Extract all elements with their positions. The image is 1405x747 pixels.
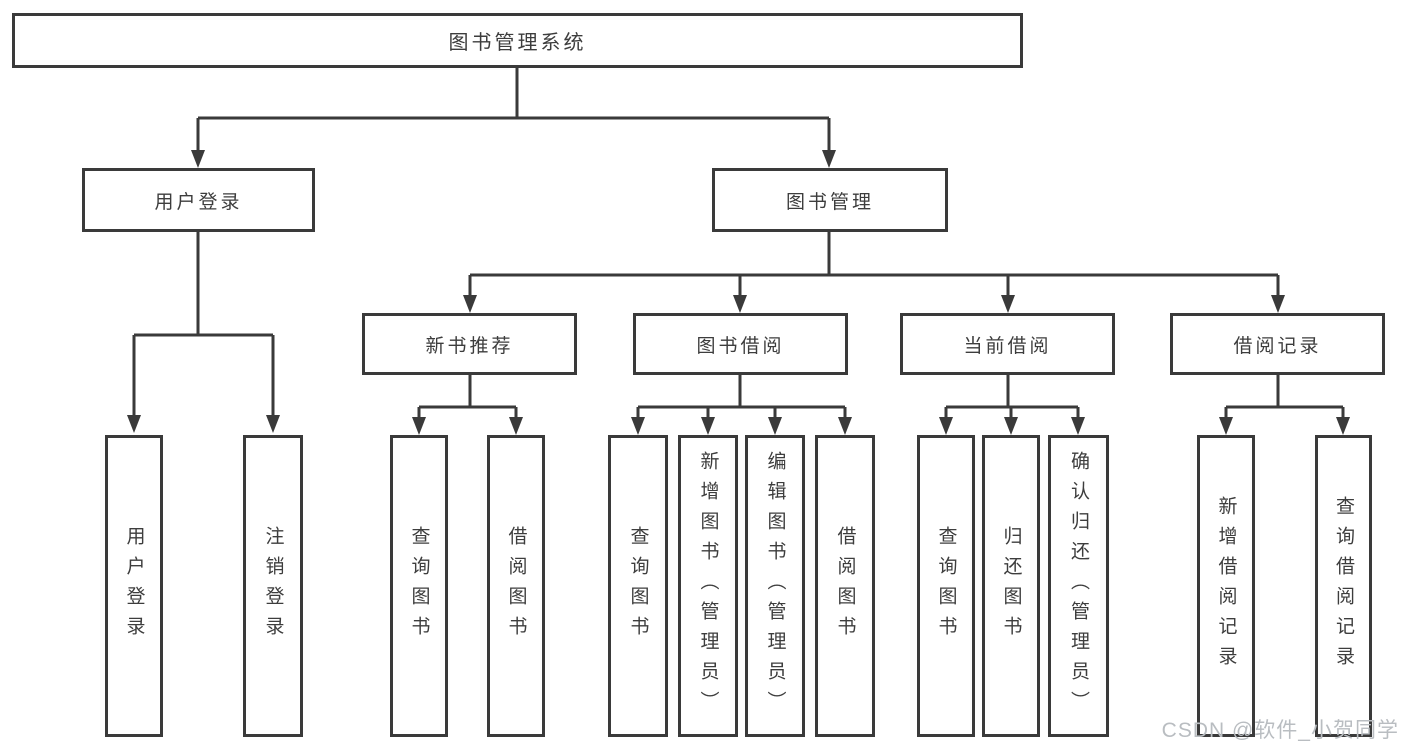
leaf-borrow-edit-books-admin-label: 编辑图书（管理员） — [764, 451, 786, 721]
leaf-current-return-books-label: 归还图书 — [1000, 526, 1022, 646]
leaf-recommend-query-books: 查询图书 — [390, 435, 448, 737]
leaf-borrow-borrow-books-label: 借阅图书 — [834, 526, 856, 646]
leaf-records-query-record-label: 查询借阅记录 — [1333, 496, 1354, 676]
leaf-logout-label: 注销登录 — [262, 526, 284, 646]
leaf-borrow-query-books: 查询图书 — [608, 435, 668, 737]
node-book-borrowing-label: 图书借阅 — [696, 335, 785, 357]
node-user-login-group: 用户登录 — [82, 168, 315, 232]
node-book-borrowing: 图书借阅 — [633, 313, 848, 375]
leaf-logout: 注销登录 — [243, 435, 303, 737]
node-borrowing-records-label: 借阅记录 — [1233, 335, 1322, 357]
node-root-label: 图书管理系统 — [448, 32, 587, 54]
node-current-borrowing: 当前借阅 — [900, 313, 1115, 375]
leaf-recommend-borrow-books: 借阅图书 — [487, 435, 545, 737]
leaf-records-add-record-label: 新增借阅记录 — [1215, 496, 1237, 676]
node-new-book-recommend-label: 新书推荐 — [425, 335, 514, 357]
leaf-borrow-add-books-admin: 新增图书（管理员） — [678, 435, 738, 737]
leaf-borrow-add-books-admin-label: 新增图书（管理员） — [697, 451, 719, 721]
node-book-management-group: 图书管理 — [712, 168, 948, 232]
leaf-borrow-edit-books-admin: 编辑图书（管理员） — [745, 435, 805, 737]
node-user-login-label: 用户登录 — [154, 191, 243, 213]
leaf-current-query-books-label: 查询图书 — [935, 526, 957, 646]
node-book-management-label: 图书管理 — [785, 191, 874, 213]
leaf-current-confirm-return-admin: 确认归还（管理员） — [1048, 435, 1109, 737]
node-new-book-recommend: 新书推荐 — [362, 313, 577, 375]
leaf-records-query-record: 查询借阅记录 — [1315, 435, 1372, 737]
node-current-borrowing-label: 当前借阅 — [963, 335, 1052, 357]
node-borrowing-records: 借阅记录 — [1170, 313, 1385, 375]
leaf-user-login-label: 用户登录 — [123, 526, 145, 646]
leaf-recommend-borrow-books-label: 借阅图书 — [505, 526, 527, 646]
leaf-current-confirm-return-admin-label: 确认归还（管理员） — [1068, 451, 1089, 721]
node-root-system: 图书管理系统 — [12, 13, 1023, 68]
leaf-recommend-query-books-label: 查询图书 — [408, 526, 430, 646]
leaf-user-login: 用户登录 — [105, 435, 163, 737]
leaf-current-query-books: 查询图书 — [917, 435, 975, 737]
csdn-watermark: CSDN @软件_小贺同学 — [1161, 719, 1399, 742]
leaf-current-return-books: 归还图书 — [982, 435, 1040, 737]
leaf-records-add-record: 新增借阅记录 — [1197, 435, 1255, 737]
leaf-borrow-query-books-label: 查询图书 — [627, 526, 649, 646]
leaf-borrow-borrow-books: 借阅图书 — [815, 435, 875, 737]
